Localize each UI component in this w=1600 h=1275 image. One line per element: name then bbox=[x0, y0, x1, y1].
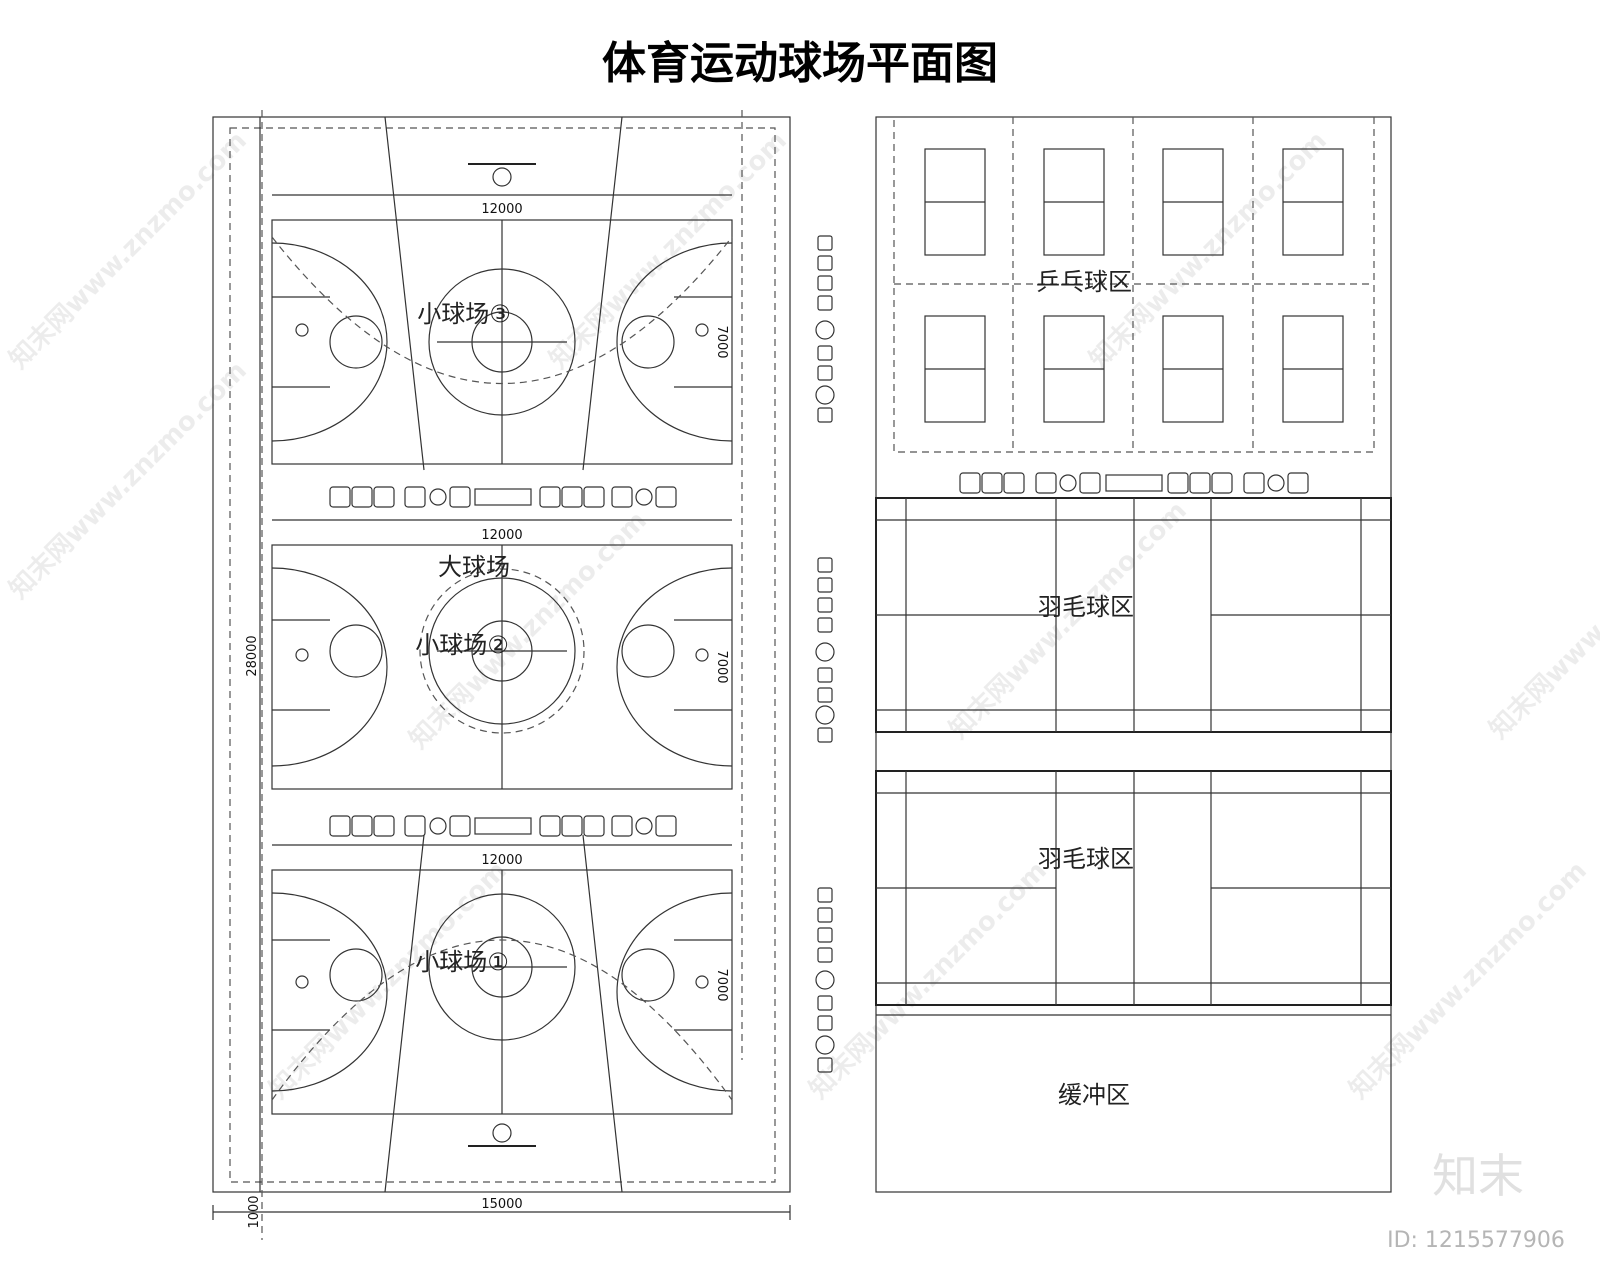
bench-row-lower bbox=[329, 815, 677, 837]
total-length-label: 28000 bbox=[245, 635, 260, 676]
image-id: ID: 1215577906 bbox=[1387, 1228, 1565, 1253]
court-1: 12000 7000 小球场① bbox=[271, 844, 733, 1115]
watermark-text: 知末网www.znzmo.com bbox=[804, 856, 1053, 1105]
hoop-top bbox=[492, 167, 512, 187]
lane-right bbox=[674, 296, 732, 388]
big-court-key-bottom bbox=[384, 834, 623, 1193]
zone-label-badminton-1: 羽毛球区 bbox=[1038, 593, 1134, 621]
hoop-right bbox=[695, 975, 709, 989]
court-depth-label: 7000 bbox=[714, 650, 729, 683]
badminton-court-2: 羽毛球区 bbox=[875, 770, 1392, 1006]
lane-left bbox=[272, 296, 330, 388]
hoop-left bbox=[295, 975, 309, 989]
bench-row-upper bbox=[329, 486, 677, 508]
buffer-zone: 缓冲区 bbox=[876, 1014, 1391, 1109]
court-width-label: 12000 bbox=[481, 528, 522, 543]
lane-left bbox=[272, 939, 330, 1031]
brand-logo: 知末 bbox=[1432, 1149, 1524, 1203]
badminton-court-1: 羽毛球区 bbox=[875, 497, 1392, 733]
margin-label: 1000 bbox=[247, 1195, 262, 1228]
big-court-center-circle bbox=[419, 568, 585, 734]
arc-left bbox=[271, 892, 388, 1092]
lane-right bbox=[674, 619, 732, 711]
arc-right bbox=[616, 892, 733, 1092]
arc-right bbox=[616, 242, 733, 442]
zone-label-court-3: 小球场③ bbox=[417, 300, 511, 328]
zone-label-court-1: 小球场① bbox=[415, 948, 509, 976]
zone-label-badminton-2: 羽毛球区 bbox=[1038, 845, 1134, 873]
arc-left bbox=[271, 567, 388, 767]
hoop-left bbox=[295, 323, 309, 337]
hoop-right bbox=[695, 648, 709, 662]
zone-label-big-court: 大球场 bbox=[438, 553, 510, 581]
center-circle-outer bbox=[428, 577, 576, 725]
table-tennis-zone bbox=[893, 116, 1375, 453]
lane-right bbox=[674, 939, 732, 1031]
big-court-key-top bbox=[384, 116, 623, 471]
ft-circle-right bbox=[621, 948, 675, 1002]
zone-label-table-tennis: 乒乓球区 bbox=[1036, 268, 1132, 296]
watermark-text: 知末网www.znzmo.com bbox=[1344, 856, 1593, 1105]
center-seat-columns bbox=[815, 235, 835, 1073]
center-circle-outer bbox=[428, 893, 576, 1041]
center-circle-outer bbox=[428, 268, 576, 416]
big-court-arc-top bbox=[271, 236, 733, 385]
scorer-table bbox=[474, 488, 532, 506]
basketball-area: 12000 7000 小球场③ 12000 7000 大球场 小球场② bbox=[212, 110, 791, 1240]
big-court-arc-bottom bbox=[271, 939, 733, 1101]
court-depth-label: 7000 bbox=[714, 968, 729, 1001]
ft-circle-left bbox=[329, 948, 383, 1002]
ft-circle-left bbox=[329, 624, 383, 678]
zone-label-buffer: 缓冲区 bbox=[1058, 1081, 1130, 1109]
arc-right bbox=[616, 567, 733, 767]
watermark-text: 知末网www.znzmo.com bbox=[1484, 496, 1600, 745]
hoop-bottom bbox=[492, 1123, 512, 1143]
dashed-boundary bbox=[229, 127, 776, 1183]
court-2: 12000 7000 大球场 小球场② bbox=[271, 519, 733, 790]
hoop-left bbox=[295, 648, 309, 662]
plan-title: 体育运动球场平面图 bbox=[602, 38, 998, 89]
court-width-label: 12000 bbox=[481, 202, 522, 217]
arc-left bbox=[271, 242, 388, 442]
court-width-label: 12000 bbox=[481, 853, 522, 868]
zone-label-court-2: 小球场② bbox=[415, 631, 509, 659]
hoop-right bbox=[695, 323, 709, 337]
watermark-text: 知末网www.znzmo.com bbox=[4, 356, 253, 605]
court-3: 12000 7000 小球场③ bbox=[271, 194, 733, 465]
outer-boundary bbox=[212, 116, 791, 1193]
total-width-label: 15000 bbox=[481, 1197, 522, 1212]
ft-circle-right bbox=[621, 315, 675, 369]
scorer-table bbox=[474, 817, 532, 835]
watermark-text: 知末网www.znzmo.com bbox=[544, 126, 793, 375]
ft-circle-left bbox=[329, 315, 383, 369]
lane-left bbox=[272, 619, 330, 711]
court-depth-label: 7000 bbox=[714, 325, 729, 358]
ft-circle-right bbox=[621, 624, 675, 678]
watermark-text: 知末网www.znzmo.com bbox=[4, 126, 253, 375]
watermark-text: 知末网www.znzmo.com bbox=[1084, 126, 1333, 375]
table-tennis-area: 乒乓球区 bbox=[875, 116, 1392, 1193]
